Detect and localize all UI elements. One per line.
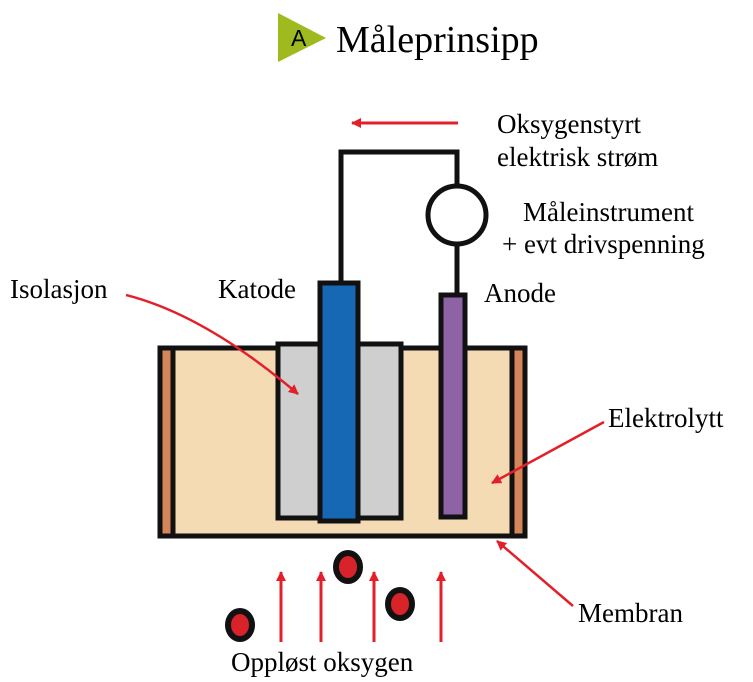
oxygen-molecule: [225, 608, 255, 642]
oxygen-molecule: [385, 587, 415, 621]
meter-circle: [425, 183, 489, 247]
title-badge-arrow: [278, 13, 326, 62]
cathode-label: Katode: [218, 274, 296, 304]
current-label-line1: Oksygenstyrt: [497, 109, 641, 139]
page-title: Måleprinsipp: [336, 19, 539, 61]
circuit-wire: [338, 149, 460, 283]
cathode-electrode: [317, 280, 361, 524]
membrane-right: [509, 345, 528, 539]
anode-label: Anode: [484, 278, 556, 308]
membrane-label: Membran: [578, 598, 683, 628]
current-label-line2: elektrisk strøm: [497, 142, 658, 172]
instrument-label-line2: + evt drivspenning: [502, 229, 705, 259]
membrane-leader-arrow: [496, 540, 574, 607]
membrane-left: [157, 345, 176, 539]
electrolyte-leader-arrow: [491, 420, 605, 485]
isolation-leader-arrow: [125, 293, 299, 395]
anode-electrode: [438, 292, 468, 520]
title-badge-letter: A: [291, 25, 307, 51]
dissolved-oxygen-label: Oppløst oksygen: [231, 647, 414, 677]
title-group: A Måleprinsipp: [278, 13, 539, 62]
oxygen-molecule: [333, 550, 363, 584]
instrument-label-line1: Måleinstrument: [523, 197, 694, 227]
isolation-label: Isolasjon: [10, 274, 108, 304]
electrolyte-label: Elektrolytt: [608, 403, 724, 433]
